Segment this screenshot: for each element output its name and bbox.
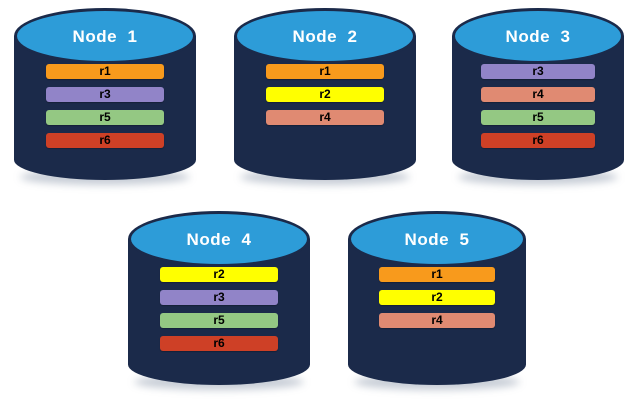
node-title: Node 4 <box>186 230 252 249</box>
replica-bar-r5[interactable]: r5 <box>160 313 278 328</box>
cylinder-top-ellipse <box>452 8 624 64</box>
replica-list: r1 r2 r4 <box>234 64 416 125</box>
database-node-2[interactable]: Node 2 r1 r2 r4 <box>234 8 416 185</box>
replica-bar-r3[interactable]: r3 <box>46 87 164 102</box>
database-node-1[interactable]: Node 1 r1 r3 r5 r6 <box>14 8 196 185</box>
replica-bar-r6[interactable]: r6 <box>481 133 595 148</box>
replica-bar-r4[interactable]: r4 <box>266 110 384 125</box>
replica-list: r1 r3 r5 r6 <box>14 64 196 148</box>
replica-bar-r2[interactable]: r2 <box>160 267 278 282</box>
replica-bar-r3[interactable]: r3 <box>481 64 595 79</box>
node-title: Node 3 <box>505 27 571 46</box>
replica-bar-r2[interactable]: r2 <box>379 290 495 305</box>
replica-bar-r4[interactable]: r4 <box>481 87 595 102</box>
replica-bar-r6[interactable]: r6 <box>46 133 164 148</box>
database-node-3[interactable]: Node 3 r3 r4 r5 r6 <box>452 8 624 185</box>
cylinder-top-ellipse <box>128 211 310 267</box>
replica-bar-r4[interactable]: r4 <box>379 313 495 328</box>
replica-bar-r5[interactable]: r5 <box>46 110 164 125</box>
database-node-4[interactable]: Node 4 r2 r3 r5 r6 <box>128 211 310 390</box>
cylinder-top-ellipse <box>234 8 416 64</box>
replica-bar-r5[interactable]: r5 <box>481 110 595 125</box>
replica-bar-r1[interactable]: r1 <box>46 64 164 79</box>
replica-list: r1 r2 r4 <box>348 267 526 328</box>
replica-bar-r2[interactable]: r2 <box>266 87 384 102</box>
replica-bar-r1[interactable]: r1 <box>379 267 495 282</box>
node-title: Node 2 <box>292 27 358 46</box>
cylinder-top-ellipse <box>14 8 196 64</box>
replica-list: r3 r4 r5 r6 <box>452 64 624 148</box>
replica-bar-r1[interactable]: r1 <box>266 64 384 79</box>
cylinder-top-ellipse <box>348 211 526 267</box>
replica-bar-r3[interactable]: r3 <box>160 290 278 305</box>
replica-list: r2 r3 r5 r6 <box>128 267 310 351</box>
database-node-5[interactable]: Node 5 r1 r2 r4 <box>348 211 526 390</box>
replica-bar-r6[interactable]: r6 <box>160 336 278 351</box>
node-title: Node 1 <box>72 27 138 46</box>
node-title: Node 5 <box>404 230 470 249</box>
